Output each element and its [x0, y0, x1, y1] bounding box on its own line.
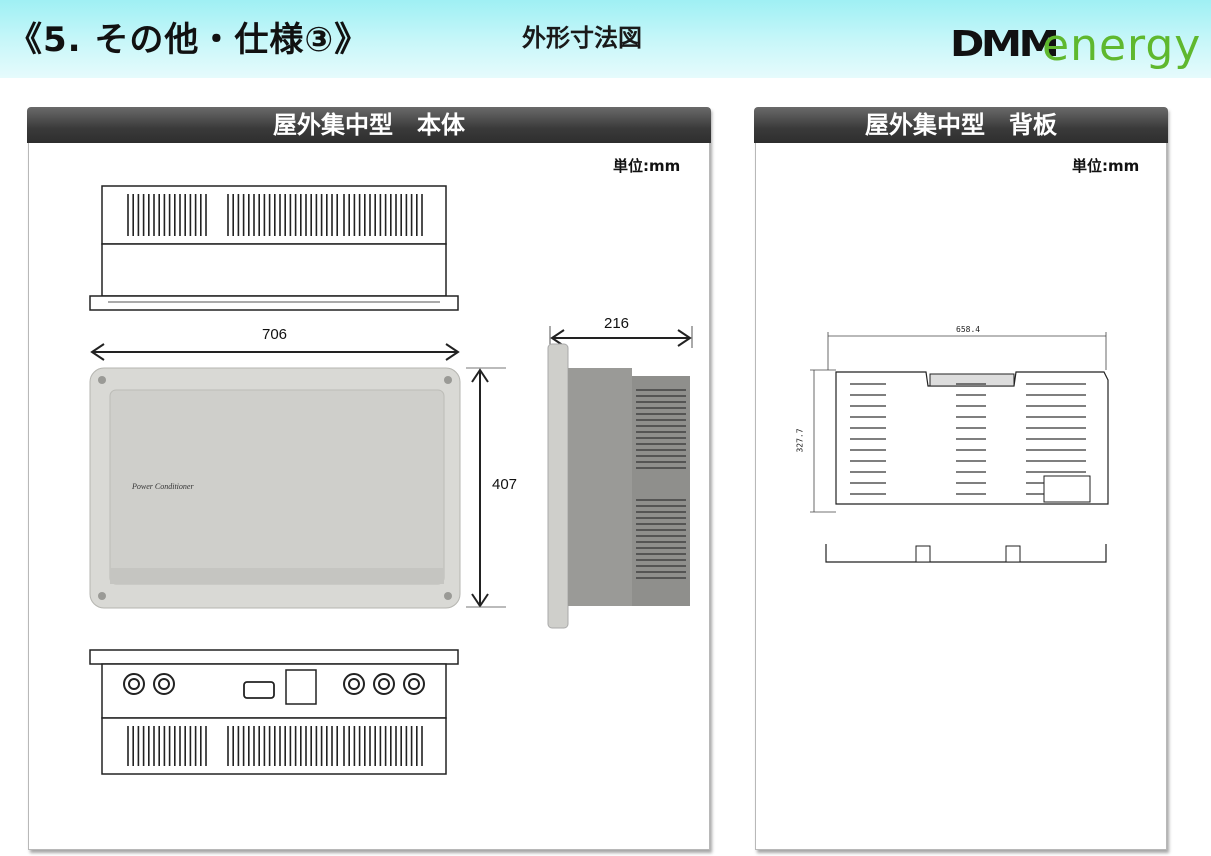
depth-dimension-label: 216 [604, 315, 630, 332]
logo-dmm-text: DMM [950, 24, 1060, 65]
page-subtitle: 外形寸法図 [522, 24, 642, 52]
header-band: 《5. その他・仕様③》 外形寸法図 DMM energy [0, 0, 1211, 78]
main-unit-unit-label: 単位:mm [613, 157, 681, 175]
dmm-energy-logo: DMM energy [950, 20, 1200, 74]
main-unit-panel-title: 屋外集中型 本体 [27, 107, 711, 143]
top-view-drawing [89, 185, 459, 311]
bottom-view-drawing [89, 649, 459, 775]
back-plate-drawing [810, 332, 1109, 563]
plate-width-label: 658.4 [956, 325, 981, 334]
logo-energy-text: energy [1042, 20, 1202, 71]
front-view-photo [89, 367, 461, 609]
device-brand-label: Power Conditioner [132, 482, 194, 491]
height-dimension-label: 407 [492, 476, 518, 493]
side-view-photo [547, 343, 690, 629]
page-title: 《5. その他・仕様③》 [8, 20, 370, 60]
width-dimension-label: 706 [262, 326, 288, 343]
back-plate-unit-label: 単位:mm [1072, 157, 1140, 175]
plate-height-label: 327.7 [795, 428, 805, 453]
width-dimension-arrow [90, 343, 460, 361]
back-plate-panel-title: 屋外集中型 背板 [754, 107, 1168, 143]
height-dimension-arrow [466, 367, 506, 608]
